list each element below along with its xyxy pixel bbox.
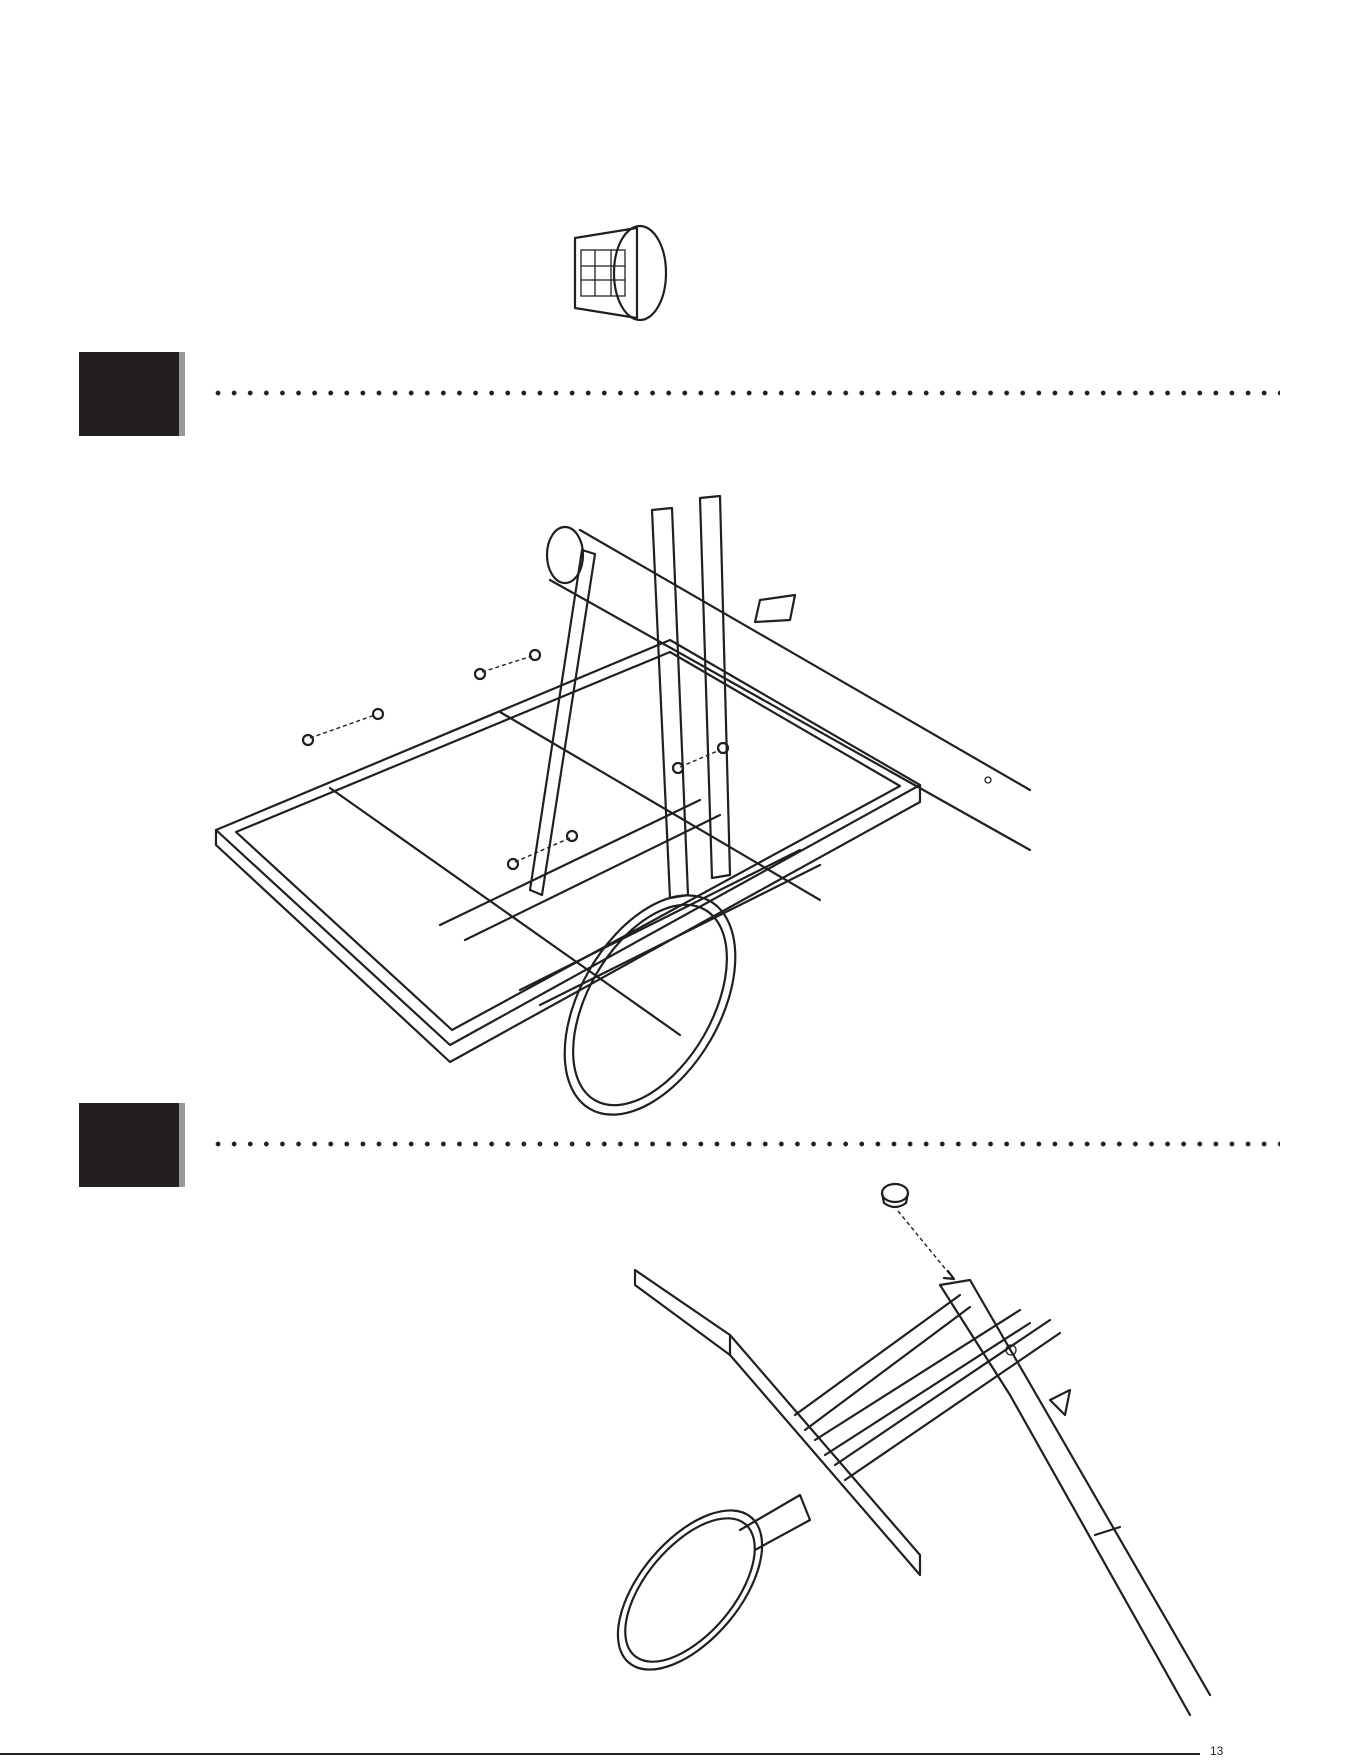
side-support-arms-illustration bbox=[795, 1295, 1060, 1480]
step-divider-b bbox=[210, 1141, 1280, 1147]
side-pole-illustration bbox=[940, 1280, 1210, 1715]
insertion-dashed-line bbox=[898, 1211, 952, 1277]
pole-illustration bbox=[547, 527, 1030, 850]
support-arms-illustration bbox=[530, 496, 730, 898]
end-cap-part-illustration bbox=[555, 220, 675, 325]
side-hoop-illustration bbox=[591, 1485, 810, 1695]
step-divider-a bbox=[210, 390, 1280, 396]
floating-end-cap-icon bbox=[882, 1184, 908, 1207]
end-cap-icon bbox=[575, 226, 666, 320]
frame-illustration bbox=[216, 640, 920, 1062]
backboard-frame-illustration bbox=[200, 470, 1040, 1120]
step-number-block-a bbox=[79, 352, 179, 436]
end-cap-insertion-illustration bbox=[630, 1175, 1230, 1715]
page-bottom-rule bbox=[0, 1753, 1200, 1755]
step-number-block-b bbox=[79, 1103, 179, 1187]
page-number: 13 bbox=[1210, 1744, 1223, 1758]
